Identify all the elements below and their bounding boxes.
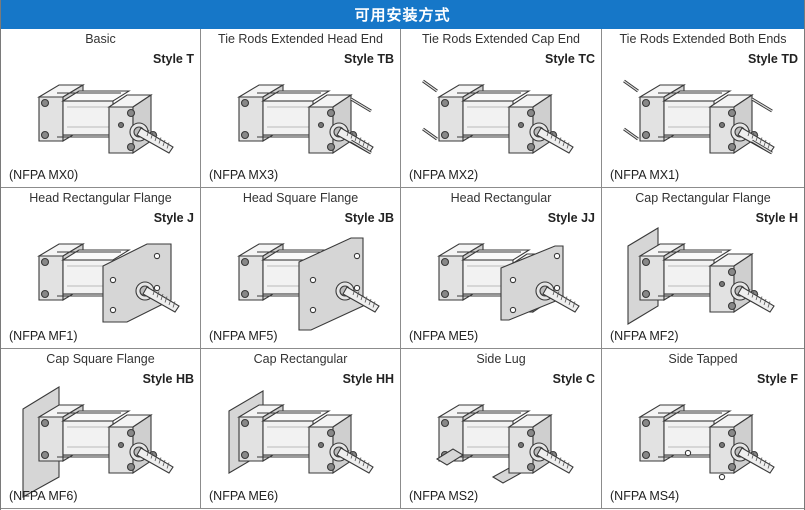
style-title: Head Rectangular (450, 191, 552, 205)
nfpa-code: (NFPA MX2) (409, 168, 479, 182)
nfpa-code: (NFPA ME5) (409, 329, 479, 343)
style-title: Cap Square Flange (46, 352, 155, 366)
nfpa-code: (NFPA MF6) (9, 489, 78, 503)
style-title: Head Square Flange (242, 191, 359, 205)
style-title: Cap Rectangular (253, 352, 348, 366)
cylinder-tie-rods-head-icon (201, 29, 400, 187)
style-label: Style JJ (547, 211, 595, 225)
style-title: Side Tapped (668, 352, 738, 366)
cylinder-head-rect-flange-icon (1, 188, 200, 348)
nfpa-code: (NFPA MX0) (9, 168, 79, 182)
style-title: Cap Rectangular Flange (635, 191, 771, 205)
cylinder-head-rect-icon (401, 188, 601, 348)
style-label: Style TD (747, 52, 798, 66)
nfpa-code: (NFPA MS4) (610, 489, 680, 503)
style-label: Style HB (142, 372, 194, 386)
cylinder-side-lug-icon (401, 349, 601, 508)
style-label: Style HH (342, 372, 394, 386)
cylinder-tie-rods-both-icon (602, 29, 802, 187)
style-title: Tie Rods Extended Both Ends (619, 32, 787, 46)
style-label: Style JB (344, 211, 394, 225)
cylinder-cap-rect-icon (201, 349, 400, 508)
cylinder-basic-icon (1, 29, 200, 187)
style-title: Tie Rods Extended Cap End (422, 32, 580, 46)
style-title: Side Lug (476, 352, 526, 366)
nfpa-code: (NFPA MF1) (9, 329, 78, 343)
cylinder-cap-square-flange-icon (1, 349, 200, 508)
nfpa-code: (NFPA ME6) (209, 489, 279, 503)
cylinder-head-square-flange-icon (201, 188, 400, 348)
style-title: Basic (85, 32, 116, 46)
style-label: Style TC (544, 52, 595, 66)
style-title: Tie Rods Extended Head End (218, 32, 383, 46)
style-label: Style C (552, 372, 595, 386)
nfpa-code: (NFPA MF5) (209, 329, 278, 343)
style-label: Style H (755, 211, 798, 225)
cylinder-tie-rods-cap-icon (401, 29, 601, 187)
cylinder-cap-rect-flange-icon (602, 188, 802, 348)
style-label: Style F (757, 372, 798, 386)
style-label: Style J (153, 211, 194, 225)
page-title: 可用安装方式 (1, 0, 804, 29)
style-label: Style T (153, 52, 194, 66)
nfpa-code: (NFPA MF2) (610, 329, 679, 343)
nfpa-code: (NFPA MX1) (610, 168, 680, 182)
nfpa-code: (NFPA MS2) (409, 489, 479, 503)
cylinder-side-tapped-icon (602, 349, 802, 508)
style-title: Head Rectangular Flange (29, 191, 172, 205)
nfpa-code: (NFPA MX3) (209, 168, 279, 182)
style-label: Style TB (343, 52, 394, 66)
